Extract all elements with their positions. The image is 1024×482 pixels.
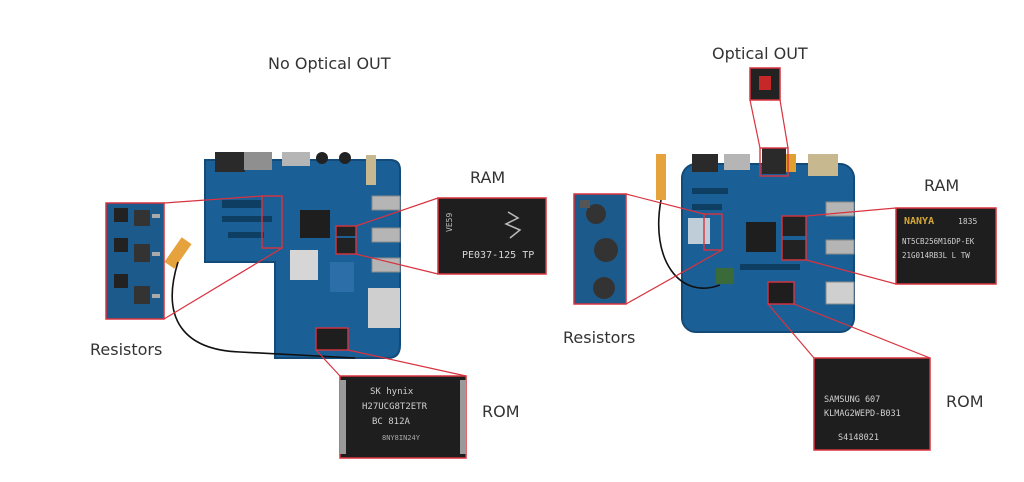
right-rom-chip-text-2: S4148021: [838, 433, 879, 443]
right-pcb: [656, 147, 855, 333]
left-pcb: [164, 152, 401, 359]
left-ram-chip-text-1: VE59: [445, 213, 454, 232]
left-rom-chip-text-2: BC 812A: [372, 417, 411, 427]
right-rom-chip-text-1: KLMAG2WEPD-B031: [824, 409, 901, 419]
right-ram-label: RAM: [924, 176, 960, 195]
left-title: No Optical OUT: [268, 54, 391, 73]
left-rom-label: ROM: [482, 402, 520, 421]
right-title: Optical OUT: [712, 44, 808, 63]
right-rom-inset: SAMSUNG 607 KLMAG2WEPD-B031 S4148021: [813, 357, 931, 451]
left-resistors-label: Resistors: [90, 340, 163, 359]
right-ram-chip-text-1: 1835: [958, 217, 977, 226]
right-ram-inset: NANYA 1835 NT5CB256M16DP-EK 21G014RB3L L…: [895, 207, 997, 285]
left-ram-inset: PE037-125 TP VE59: [437, 197, 547, 275]
right-rom-label: ROM: [946, 392, 984, 411]
left-rom-inset: SK hynix H27UCG8T2ETR BC 812A 8NY8IN24Y: [339, 375, 467, 459]
right-resistors-label: Resistors: [563, 328, 636, 347]
right-ram-chip-text-2: NT5CB256M16DP-EK: [902, 237, 975, 246]
right-resistors-inset: [573, 193, 627, 305]
left-rom-chip-text-1: H27UCG8T2ETR: [362, 402, 428, 412]
left-ram-label: RAM: [470, 168, 506, 187]
left-resistors-inset: [105, 202, 165, 320]
optical-out-inset: [749, 67, 781, 101]
left-rom-chip-text-3: 8NY8IN24Y: [382, 434, 421, 442]
right-rom-chip-text-0: SAMSUNG 607: [824, 395, 880, 405]
right-ram-chip-text-0: NANYA: [904, 216, 934, 227]
left-ram-chip-text-0: PE037-125 TP: [462, 250, 534, 261]
left-rom-chip-text-0: SK hynix: [370, 387, 414, 397]
right-ram-chip-text-3: 21G014RB3L L TW: [902, 251, 970, 260]
